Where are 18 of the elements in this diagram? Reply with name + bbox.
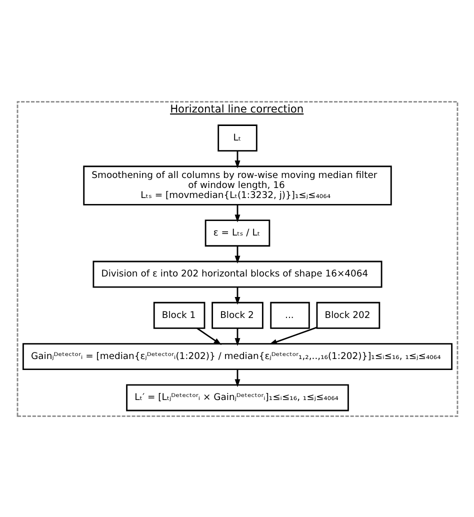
arrow <box>234 150 240 168</box>
node-box: Block 202 <box>316 301 380 328</box>
arrow <box>234 286 240 304</box>
node-box: Block 2 <box>211 301 263 328</box>
node-box: Lₜ <box>217 124 257 151</box>
node-box: Block 1 <box>152 301 205 328</box>
node-box: Smoothening of all columns by row-wise moving median filter of window length, 16 Lₜₛ = [movmedian{Lₜ(1:3232, j)}]₁≤ⱼ≤₄₀₆₄ <box>82 165 392 205</box>
arrow <box>234 328 240 346</box>
node-box: ... <box>270 301 310 328</box>
node-box: Gainⱼᴰᵉᵗᵉᶜᵗᵒʳᵢ = [median{εⱼᴰᵉᵗᵉᶜᵗᵒʳᵢ(1:202)} / median{εⱼᴰᵉᵗᵉᶜᵗᵒʳ₁,₂,..,₁₆(1:202)}]₁≤ᵢ≤₁₆, ₁≤ⱼ≤₄₀₆₄ <box>22 342 452 370</box>
arrow <box>234 368 240 387</box>
node-box: Division of ε into 202 horizontal blocks of shape 16×4064 <box>92 260 382 288</box>
node-box: Lₜ′ = [Lₜⱼᴰᵉᵗᵉᶜᵗᵒʳᵢ × Gainⱼᴰᵉᵗᵉᶜᵗᵒʳᵢ]₁≤ᵢ≤₁₆, ₁≤ⱼ≤₄₀₆₄ <box>126 384 348 411</box>
arrow <box>234 204 240 222</box>
arrow <box>234 245 240 264</box>
node-box: ε = Lₜₛ / Lₜ <box>204 219 270 246</box>
arrow <box>196 327 222 345</box>
arrow <box>268 326 317 344</box>
